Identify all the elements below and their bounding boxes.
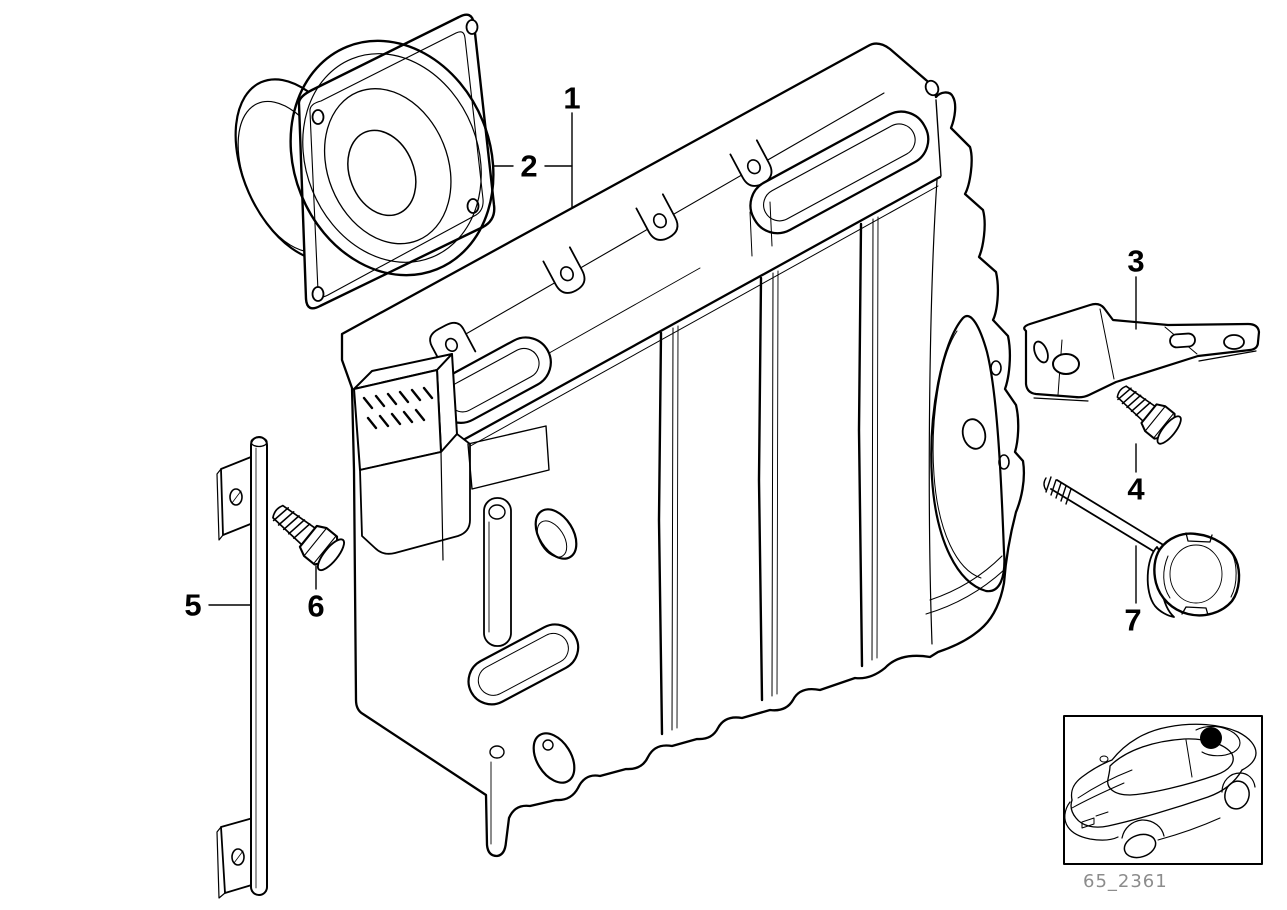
car-rear-window (1195, 725, 1241, 757)
callout-4: 4 (1127, 471, 1145, 507)
wiring-connector (353, 353, 471, 555)
flange-tab (542, 246, 586, 294)
strip-bottom-tab (216, 817, 256, 899)
car-glasshouse (1107, 738, 1234, 796)
flange-right-cap (935, 99, 942, 177)
left-face-edge (440, 451, 444, 561)
rib (757, 270, 779, 702)
car-hood-lines (1071, 769, 1133, 809)
flange-corner-hole (924, 79, 940, 97)
speaker-mount-hole (311, 109, 325, 125)
car-mirror (1099, 755, 1109, 763)
callout-leader-lines (208, 112, 1137, 606)
callout-3: 3 (1127, 243, 1145, 279)
connector-pins (362, 386, 434, 430)
subwoofer-housing (340, 42, 1026, 858)
knob-body (1153, 532, 1241, 617)
callout-7: 7 (1124, 602, 1142, 638)
callout-2: 2 (520, 148, 538, 184)
car-sill (1157, 817, 1221, 841)
car-location-inset (1063, 715, 1263, 865)
car-outline (1064, 723, 1257, 859)
hex-bolt-4 (1116, 385, 1182, 445)
mid-slot (467, 623, 580, 706)
speaker-mount-hole (465, 19, 479, 35)
rib (857, 216, 879, 668)
knob-inner (1169, 544, 1223, 604)
handle-support-lines (749, 201, 773, 257)
vertical-slot (483, 497, 512, 647)
retaining-strip (216, 436, 268, 899)
car-rear-wheel-arch (1221, 772, 1256, 793)
car-grille (1081, 811, 1109, 829)
right-band-lines (925, 555, 1005, 615)
speaker-dust-cap (347, 129, 417, 217)
mounting-bracket (1023, 302, 1261, 402)
right-face-boundary (928, 179, 938, 645)
bracket-hole-right (1223, 334, 1245, 350)
speaker-cone (289, 39, 495, 277)
location-marker-dot (1200, 727, 1222, 749)
speaker-frame-lip (309, 31, 484, 298)
bracket-slot-hole (1033, 340, 1049, 364)
car-window-divider (1185, 739, 1193, 778)
handle-rail (749, 110, 930, 235)
callout-5: 5 (184, 587, 202, 623)
strip-rod (250, 436, 268, 896)
pocket-frame (467, 425, 550, 490)
oval-hole-lower (532, 732, 576, 784)
hex-bolt-6 (272, 504, 345, 572)
thumb-screw (1043, 476, 1241, 618)
car-front-wheel (1123, 833, 1157, 859)
car-front-wheel-arch (1121, 819, 1165, 839)
screw-thread (1043, 476, 1072, 505)
callout-6: 6 (307, 588, 325, 624)
oval-hole-upper (534, 508, 578, 560)
strip-rod-cap (250, 436, 268, 448)
teardrop-recess (930, 315, 1010, 593)
callout-1: 1 (563, 80, 581, 116)
screw-shaft (1050, 479, 1171, 558)
knob-notches (1181, 532, 1213, 616)
bracket-hole-large (1052, 353, 1080, 375)
speaker-mount-hole (311, 286, 325, 302)
car-rear-wheel (1224, 780, 1250, 810)
speaker (234, 13, 496, 310)
flange-tab (635, 193, 679, 241)
bracket-slot-hole2 (1169, 332, 1196, 349)
flange-front-edge-thin (446, 185, 939, 460)
strip-top-tab (216, 456, 254, 541)
bottom-pillar (489, 745, 505, 845)
bracket-thickness (1033, 350, 1257, 402)
diagram-code-caption: 65_2361 (1083, 871, 1168, 892)
knob-facets (1163, 549, 1237, 599)
rib (657, 325, 679, 736)
flange-front-edge (443, 175, 942, 452)
